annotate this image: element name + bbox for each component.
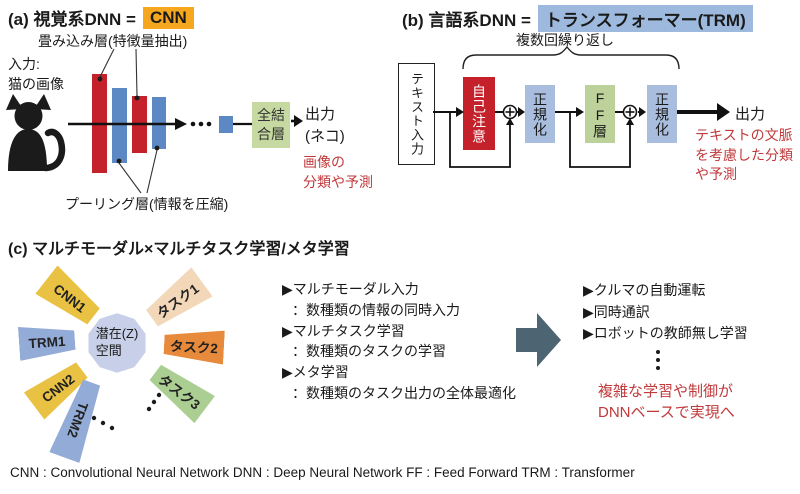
panel-a-output-label: 出力 (ネコ) — [305, 106, 345, 145]
cat-icon — [6, 94, 66, 172]
feature-square — [219, 116, 233, 133]
panel-b-heading: (b) 言語系DNN = トランスフォーマー(TRM) — [402, 5, 753, 32]
panel-a-heading-text: (a) 視覚系DNN = — [8, 10, 136, 29]
panel-a-note: 画像の 分類や予測 — [303, 154, 373, 190]
panel-c-heading: (c) マルチモーダル×マルチタスク学習/メタ学習 — [8, 241, 350, 258]
pooling-bar-1 — [112, 88, 127, 163]
repeat-label: 複数回繰り返し — [516, 32, 614, 48]
feed-forward-box: FF層 — [585, 85, 615, 143]
panel-b-output-label: 出力 — [735, 106, 766, 123]
applications-list: ▶クルマの自動運転 ▶同時通訳 ▶ロボットの教師無し学習 — [583, 280, 748, 345]
list-item: ▶クルマの自動運転 — [583, 282, 706, 298]
list-item: ▶同時通訳 — [583, 303, 650, 320]
abbreviation-key: CNN : Convolutional Neural Network DNN :… — [10, 465, 635, 480]
panel-b-note: テキストの文脈 を考慮した分類 や予測 — [695, 127, 793, 183]
conv-bar-2 — [132, 96, 147, 153]
norm-box-1: 正規化 — [525, 85, 555, 143]
panel-b-heading-text: (b) 言語系DNN = — [402, 11, 531, 30]
panel-a-heading: (a) 視覚系DNN = CNN — [8, 5, 194, 30]
wedge-trm1: TRM1 — [18, 323, 76, 361]
fully-connected-box: 全結合層 — [252, 102, 290, 148]
norm-box-2: 正規化 — [647, 85, 677, 143]
multimodal-list: ▶マルチモーダル入力 ：数種類の情報の同時入力 ▶マルチタスク学習 ：数種類のタ… — [282, 279, 516, 404]
wedge-task2: タスク2 — [163, 327, 225, 364]
list-item-detail: ：数種類のタスク出力の全体最適化 — [292, 384, 516, 401]
repeat-brace — [462, 45, 680, 70]
conv-bar-1 — [92, 74, 107, 173]
conv-layer-label: 畳み込み層(特徴量抽出) — [38, 33, 188, 49]
pooling-layer-label: プーリング層(情報を圧縮) — [65, 196, 229, 212]
input-cat-label: 入力: 猫の画像 — [8, 56, 64, 92]
add-circle-icon — [622, 104, 638, 120]
cnn-highlight: CNN — [142, 6, 194, 29]
big-right-arrow — [516, 313, 561, 367]
applications-ellipsis-dots — [656, 350, 660, 370]
wedge-task1: タスク1 — [141, 267, 212, 333]
wedge-ellipsis-dots — [91, 392, 162, 431]
list-item: ▶ロボットの教師無し学習 — [583, 325, 748, 341]
wedge-task3: タスク3 — [145, 359, 215, 423]
self-attention-box: 自己注意 — [463, 77, 495, 150]
list-item: ▶マルチタスク学習 — [282, 322, 405, 339]
text-input-box: テキスト入力 — [398, 63, 435, 165]
add-circle-icon — [502, 104, 518, 120]
pooling-bar-2 — [152, 97, 166, 149]
list-item-detail: ：数種類の情報の同時入力 — [292, 301, 460, 318]
latent-space-hub: 潜在(Z) 空間 — [88, 313, 146, 373]
wedge-cnn1: CNN1 — [35, 265, 104, 330]
list-item: ▶マルチモーダル入力 — [282, 281, 419, 297]
list-item: ▶メタ学習 — [282, 364, 349, 381]
panel-c-note: 複雑な学習や制御が DNNベースで実現へ — [598, 383, 735, 421]
list-item-detail: ：数種類のタスクの学習 — [292, 343, 446, 360]
trm-highlight: トランスフォーマー(TRM) — [537, 5, 753, 32]
